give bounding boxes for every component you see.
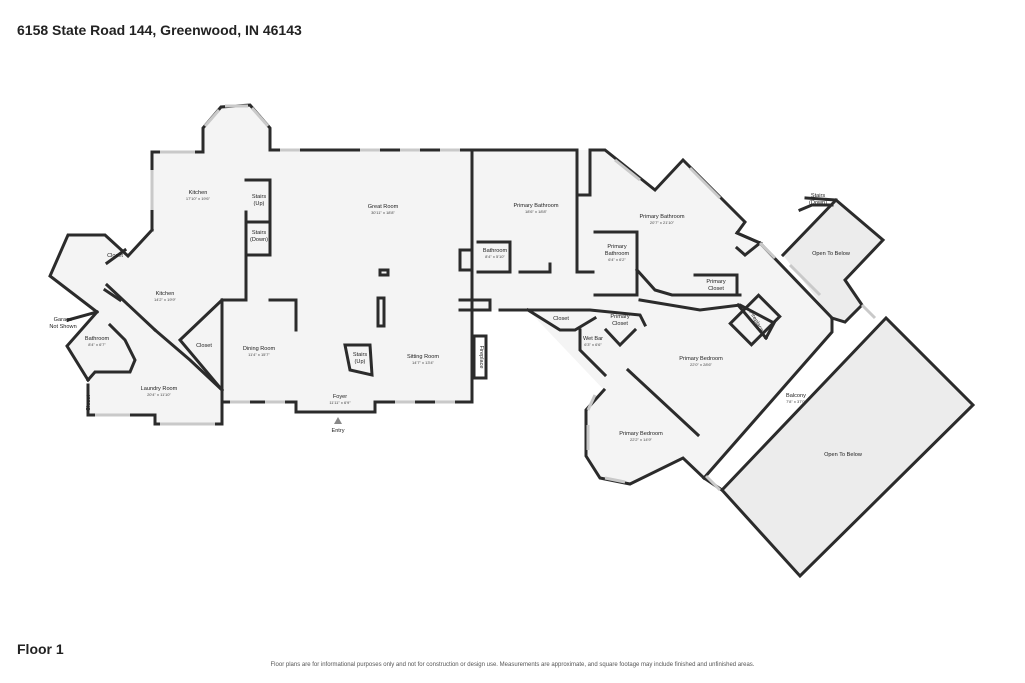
bathroom-mid-dims: 8'4" x 5'10": [485, 254, 505, 259]
stairs-down-right-label: Stairs: [811, 193, 826, 199]
primary-bath-b-label: Primary Bathroom: [639, 214, 684, 220]
closet-laundry-label: Closet: [86, 395, 92, 411]
primary-closet-b-sub: Closet: [612, 321, 628, 327]
wet-bar-dims: 6'3" x 6'6": [584, 342, 602, 347]
closet-mid-label: Closet: [553, 316, 569, 322]
great-room-dims: 30'11" x 18'8": [371, 210, 395, 215]
garage-label: Garage: [54, 317, 73, 323]
entry-label: Entry: [331, 428, 344, 434]
primary-bath-b-dims: 20'7" x 21'10": [650, 220, 675, 225]
dining-dims: 11'4" x 15'7": [248, 352, 270, 357]
floor-fill: [50, 105, 973, 576]
closet-left-label: Closet: [107, 253, 123, 259]
open-below-small-label: Open To Below: [812, 251, 851, 257]
stairs-up-sub: (Up): [254, 201, 265, 207]
balcony-label: Balcony: [786, 393, 806, 399]
stairs-up-center-sub: (Up): [355, 359, 366, 365]
entry-arrow-icon: [334, 417, 342, 424]
primary-closet-a-label: Primary: [706, 279, 725, 285]
primary-bedroom-a-label: Primary Bedroom: [679, 356, 723, 362]
laundry-dims: 20'4" x 11'10": [147, 392, 171, 397]
stairs-down-label: Stairs: [252, 230, 267, 236]
disclaimer-text: Floor plans are for informational purpos…: [270, 662, 755, 668]
kitchen-b-label: Kitchen: [156, 291, 175, 297]
primary-bath-c-label: Primary: [607, 244, 626, 250]
great-room-label: Great Room: [368, 204, 399, 210]
closet-center-label: Closet: [196, 343, 212, 349]
kitchen-b-dims: 14'2" x 19'9": [154, 297, 177, 302]
garage-sub: Not Shown: [49, 324, 76, 330]
primary-closet-b-label: Primary: [610, 314, 629, 320]
sitting-label: Sitting Room: [407, 354, 439, 360]
property-address: 6158 State Road 144, Greenwood, IN 46143: [17, 22, 302, 38]
primary-closet-a-sub: Closet: [708, 286, 724, 292]
primary-bedroom-b-label: Primary Bedroom: [619, 431, 663, 437]
stairs-up-label: Stairs: [252, 194, 267, 200]
foyer-label: Foyer: [333, 394, 347, 400]
primary-bath-a-dims: 18'6" x 18'8": [525, 209, 548, 214]
dining-label: Dining Room: [243, 346, 276, 352]
wet-bar-label: Wet Bar: [583, 336, 603, 342]
open-below-large-label: Open To Below: [824, 452, 863, 458]
kitchen-a-label: Kitchen: [189, 190, 208, 196]
stairs-up-center-label: Stairs: [353, 352, 368, 358]
primary-bedroom-b-dims: 22'2" x 14'9": [630, 437, 653, 442]
floor-label: Floor 1: [17, 641, 64, 657]
bathroom-left-label: Bathroom: [85, 336, 110, 342]
room-labels: Kitchen 17'10" x 19'6" Kitchen 14'2" x 1…: [49, 190, 863, 458]
primary-bath-a-label: Primary Bathroom: [513, 203, 558, 209]
primary-bedroom-a-dims: 22'0" x 28'6": [690, 362, 713, 367]
sitting-dims: 14'7" x 13'4": [412, 360, 435, 365]
bathroom-left-dims: 8'4" x 6'7": [88, 342, 106, 347]
fireplace-left-label: Fireplace: [478, 345, 484, 368]
foyer-dims: 11'11" x 6'9": [329, 400, 351, 405]
primary-bath-c-dims: 6'4" x 6'2": [608, 257, 626, 262]
balcony-dims: 7'8" x 37'0": [786, 399, 806, 404]
windows: [95, 104, 877, 492]
stairs-down-sub: (Down): [250, 237, 268, 243]
laundry-label: Laundry Room: [141, 386, 178, 392]
bathroom-mid-label: Bathroom: [483, 248, 508, 254]
kitchen-a-dims: 17'10" x 19'6": [186, 196, 211, 201]
stairs-down-right-sub: (Down): [809, 200, 827, 206]
primary-bath-c-sub: Bathroom: [605, 251, 630, 257]
